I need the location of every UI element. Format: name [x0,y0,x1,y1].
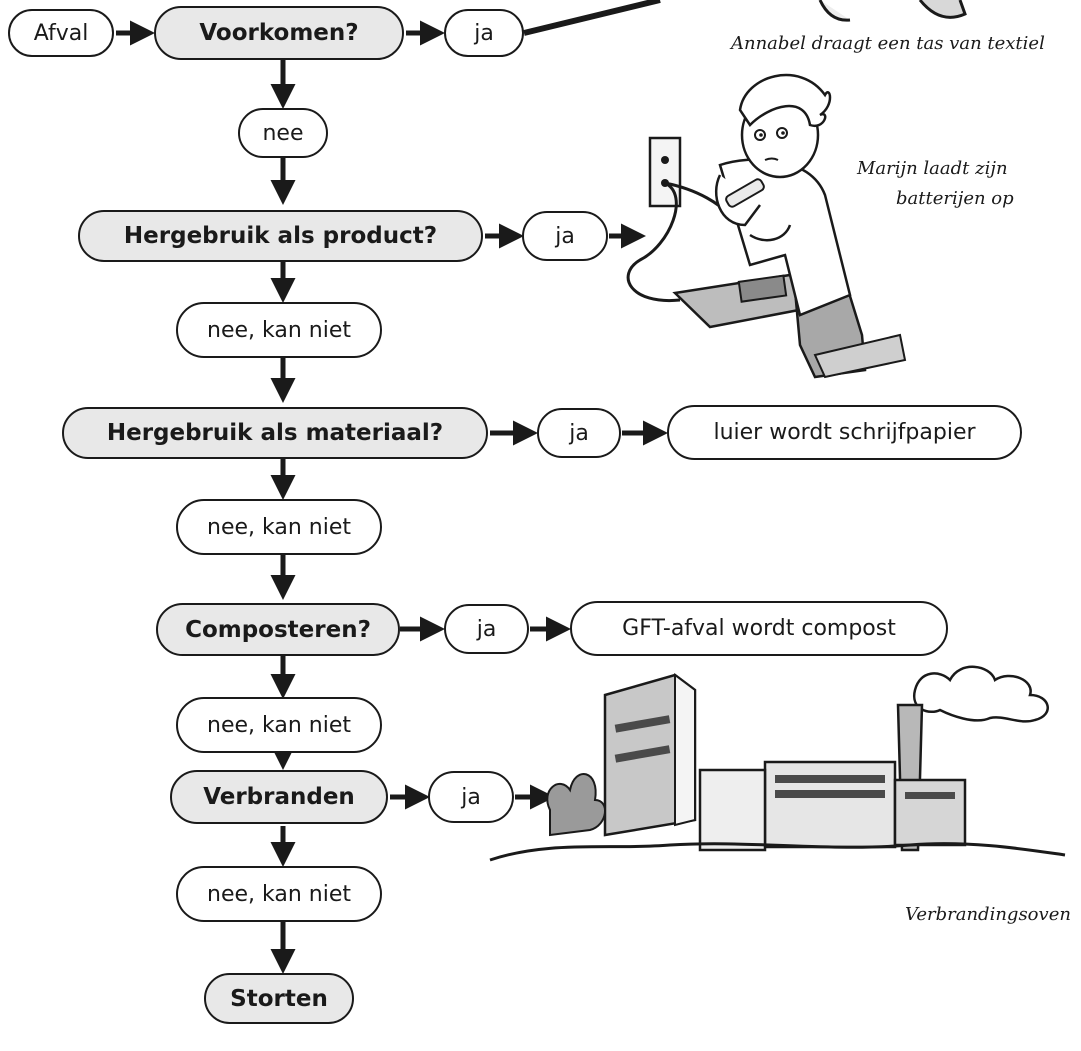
node-composteren: Composteren? [156,603,400,656]
tote-bag-illustration [818,0,967,22]
line-ja-to-tas [523,0,661,36]
node-afval: Afval [8,9,114,57]
node-hergebruik-materiaal: Hergebruik als materiaal? [62,407,488,459]
node-nee: nee [238,108,328,158]
node-nee-kan-niet-1: nee, kan niet [176,302,382,358]
node-ja-product: ja [522,211,608,261]
node-ja-composteren: ja [444,604,529,654]
node-verbranden: Verbranden [170,770,388,824]
node-gft-compost: GFT-afval wordt compost [570,601,948,656]
caption-batterijen-line1: Marijn laadt zijn [857,158,1008,179]
node-ja-voorkomen: ja [444,9,524,57]
node-nee-kan-niet-2: nee, kan niet [176,499,382,555]
caption-tas: Annabel draagt een tas van textiel [731,33,1045,54]
caption-batterijen-line2: batterijen op [896,188,1014,209]
incinerator-illustration [489,665,1066,862]
node-nee-kan-niet-4: nee, kan niet [176,866,382,922]
node-ja-materiaal: ja [537,408,621,458]
node-hergebruik-product: Hergebruik als product? [78,210,483,262]
caption-oven: Verbrandingsoven [905,904,1071,925]
node-storten: Storten [204,973,354,1024]
node-luier-schrijfpapier: luier wordt schrijfpapier [667,405,1022,460]
node-ja-verbranden: ja [428,771,514,823]
node-nee-kan-niet-3: nee, kan niet [176,697,382,753]
battery-charging-illustration [626,73,907,379]
node-voorkomen: Voorkomen? [154,6,404,60]
